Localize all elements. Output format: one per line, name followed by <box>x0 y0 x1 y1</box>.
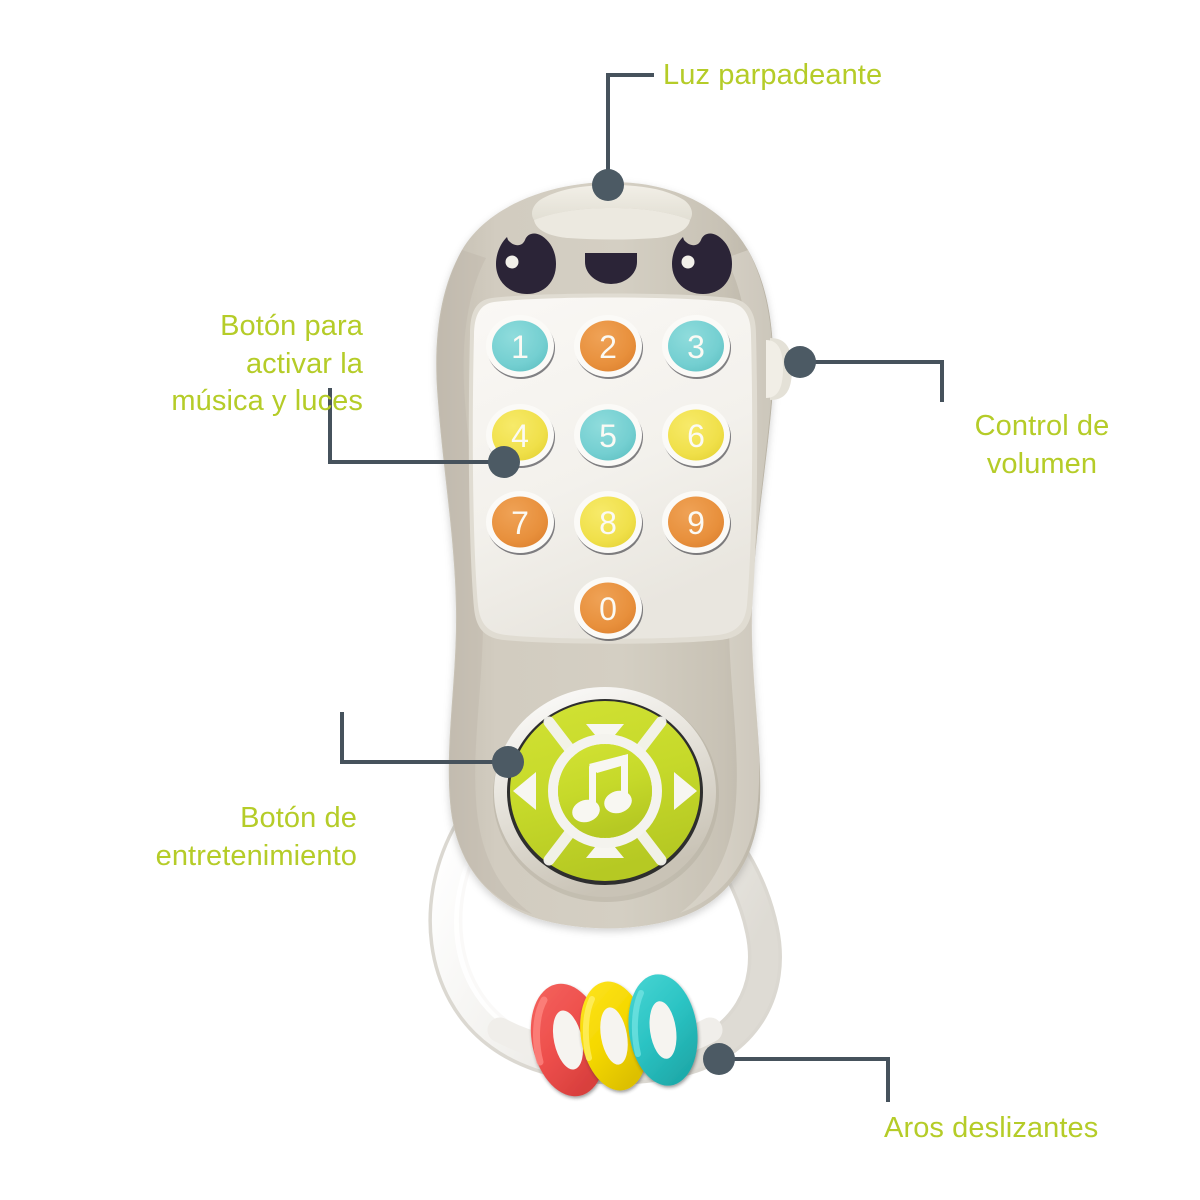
svg-text:4: 4 <box>511 418 529 454</box>
svg-text:2: 2 <box>599 329 617 365</box>
leader-line-luz <box>606 73 654 187</box>
dpad-left-arrow-icon <box>513 772 536 810</box>
leader-dots <box>488 169 816 1075</box>
mouth-icon <box>585 253 637 284</box>
leader-line-musica <box>328 388 506 464</box>
leader-lines <box>328 73 944 1102</box>
key-6[interactable]: 6 <box>662 404 731 468</box>
music-note-icon <box>572 754 632 823</box>
svg-text:7: 7 <box>511 505 529 541</box>
svg-text:1: 1 <box>511 329 529 365</box>
svg-text:0: 0 <box>599 591 617 627</box>
key-7[interactable]: 7 <box>486 491 555 555</box>
blinking-light <box>532 185 692 240</box>
face <box>496 233 732 294</box>
leader-dot-volumen <box>784 346 816 378</box>
svg-text:6: 6 <box>687 418 705 454</box>
leader-dot-musica <box>488 446 520 478</box>
key-5[interactable]: 5 <box>574 404 643 468</box>
key-8[interactable]: 8 <box>574 491 643 555</box>
left-eye-icon <box>496 233 556 294</box>
leader-line-volumen <box>798 360 944 402</box>
leader-dot-aros <box>703 1043 735 1075</box>
svg-text:5: 5 <box>599 418 617 454</box>
dpad-right-arrow-icon <box>674 772 697 810</box>
leader-dot-luz <box>592 169 624 201</box>
sliding-rings <box>487 970 723 1097</box>
key-1[interactable]: 1 <box>486 315 555 379</box>
keypad-panel <box>468 293 758 644</box>
leader-dot-entretenimiento <box>492 746 524 778</box>
key-0[interactable]: 0 <box>574 577 643 641</box>
callout-label-luz-parpadeante: Luz parpadeante <box>663 59 883 91</box>
key-9[interactable]: 9 <box>662 491 731 555</box>
callout-label-control-de-volumen: Control de volumen <box>974 410 1110 480</box>
right-eye-icon <box>672 233 732 294</box>
key-2[interactable]: 2 <box>574 315 643 379</box>
leader-line-aros <box>717 1057 890 1102</box>
key-3[interactable]: 3 <box>662 315 731 379</box>
callout-label-boton-entretenimiento: Botón de entretenimiento <box>155 802 357 872</box>
entertainment-button[interactable] <box>493 687 719 902</box>
leader-line-entretenimiento <box>340 712 510 764</box>
svg-text:8: 8 <box>599 505 617 541</box>
svg-text:3: 3 <box>687 329 705 365</box>
callout-label-boton-musica-luces: Botón para activar la música y luces <box>171 310 363 418</box>
teal-ring[interactable] <box>622 970 705 1090</box>
svg-text:9: 9 <box>687 505 705 541</box>
callout-label-aros-deslizantes: Aros deslizantes <box>884 1112 1099 1144</box>
